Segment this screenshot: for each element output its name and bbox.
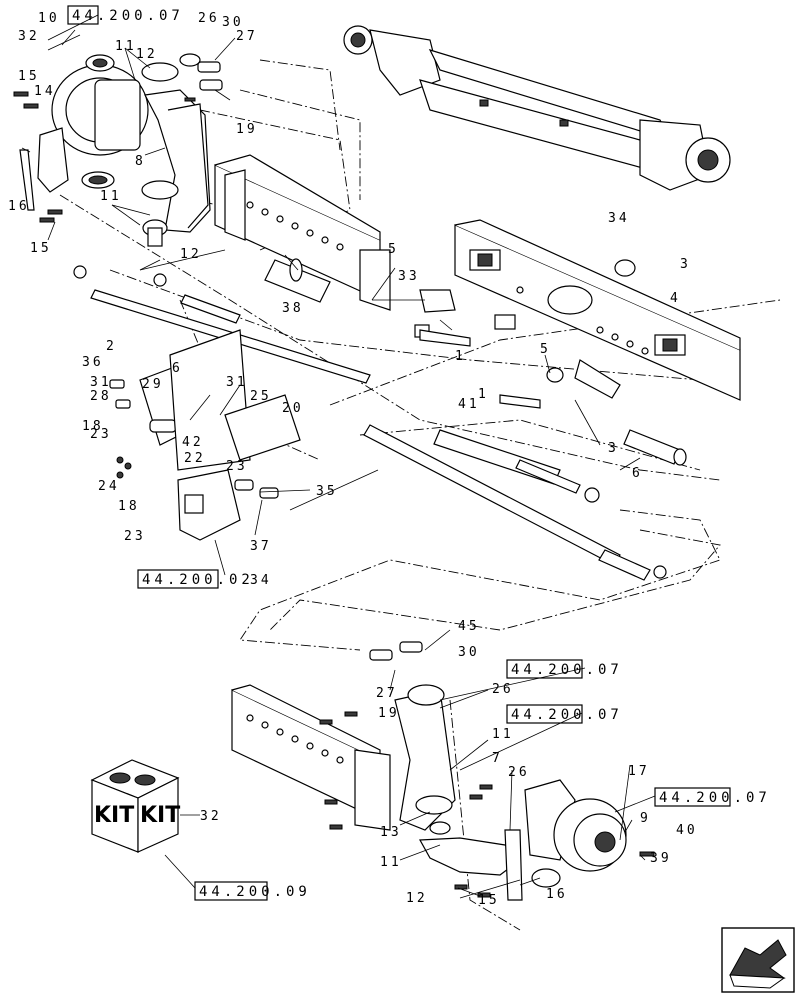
callout: 35 xyxy=(316,484,338,499)
right-axle-beam xyxy=(454,219,741,401)
callout: 40 xyxy=(676,823,698,838)
callout: 16 xyxy=(8,199,30,214)
reference-boxes: 44.200.07 44.200.02 44.200.07 44.200.07 … xyxy=(67,5,771,901)
callout: 16 xyxy=(546,887,568,902)
callout: 36 xyxy=(82,355,104,370)
callout: 34 xyxy=(250,573,272,588)
callout: 7 xyxy=(492,751,503,766)
callout: 15 xyxy=(30,241,52,256)
callout: 11 xyxy=(380,855,402,870)
beam-holes xyxy=(516,286,649,355)
callout: 33 xyxy=(398,269,420,284)
ref-label-valve: 44.200.02 xyxy=(142,572,254,588)
bottom-knuckle-assembly xyxy=(231,641,655,901)
callout: 31 xyxy=(226,375,248,390)
top-left-hub-assembly xyxy=(13,54,149,223)
callout: 18 xyxy=(82,419,104,434)
callout: 6 xyxy=(172,361,183,376)
callout: 31 xyxy=(90,375,112,390)
callout: 6 xyxy=(632,466,643,481)
callout: 8 xyxy=(135,154,146,169)
callout: 41 xyxy=(458,397,480,412)
left-axle-beam xyxy=(214,154,391,311)
ref-label-mid-2: 44.200.07 xyxy=(511,707,623,723)
callout: 5 xyxy=(388,242,399,257)
ref-label-kit: 44.200.09 xyxy=(199,884,311,900)
callout: 32 xyxy=(200,809,222,824)
callout: 3 xyxy=(608,441,619,456)
callout: 11 xyxy=(100,189,122,204)
valve-plate-group xyxy=(109,329,301,541)
callout: 25 xyxy=(250,389,272,404)
callout: 19 xyxy=(378,706,400,721)
kit-box-icon: KIT KIT xyxy=(90,759,180,853)
ref-label-top: 44.200.07 xyxy=(72,8,184,24)
callout: 38 xyxy=(282,301,304,316)
callout: 10 xyxy=(38,11,60,26)
callout-numbers: 10 32 15 14 16 15 11 12 8 11 12 26 30 27… xyxy=(8,11,698,908)
callout: 30 xyxy=(458,645,480,660)
callout: 23 xyxy=(124,529,146,544)
callout: 45 xyxy=(458,619,480,634)
leader-lines xyxy=(21,29,656,899)
callout: 11 xyxy=(492,727,514,742)
kit-label-left: KIT xyxy=(94,803,134,828)
callout: 3 xyxy=(680,257,691,272)
callout: 27 xyxy=(236,29,258,44)
beam-holes xyxy=(246,201,344,251)
callout: 20 xyxy=(282,401,304,416)
callout: 5 xyxy=(540,342,551,357)
callout: 17 xyxy=(628,764,650,779)
callout: 24 xyxy=(98,479,120,494)
callout: 26 xyxy=(198,11,220,26)
next-page-arrow-icon[interactable] xyxy=(721,927,795,993)
callout: 15 xyxy=(18,69,40,84)
beam-holes xyxy=(246,714,344,764)
callout: 9 xyxy=(640,811,651,826)
callout: 22 xyxy=(184,451,206,466)
callout: 2 xyxy=(106,339,117,354)
callout: 13 xyxy=(380,825,402,840)
ref-label-mid-1: 44.200.07 xyxy=(511,662,623,678)
callout: 26 xyxy=(508,765,530,780)
center-brackets xyxy=(414,259,636,409)
callout: 27 xyxy=(376,686,398,701)
callout: 11 xyxy=(115,39,137,54)
callout: 1 xyxy=(478,387,489,402)
callout: 14 xyxy=(34,84,56,99)
callout: 12 xyxy=(136,47,158,62)
callout: 39 xyxy=(650,851,672,866)
callout: 29 xyxy=(142,377,164,392)
callout: 23 xyxy=(90,427,112,442)
bolt-icon xyxy=(13,91,63,223)
callout: 1 xyxy=(455,349,466,364)
callout: 12 xyxy=(406,891,428,906)
callout: 34 xyxy=(608,211,630,226)
kit-label-right: KIT xyxy=(140,803,180,828)
callout: 28 xyxy=(90,389,112,404)
callout: 12 xyxy=(180,247,202,262)
callout: 4 xyxy=(670,291,681,306)
callout: 42 xyxy=(182,435,204,450)
callout: 37 xyxy=(250,539,272,554)
callout: 32 xyxy=(18,29,40,44)
top-left-steering-arm xyxy=(141,53,223,247)
ref-label-hub: 44.200.07 xyxy=(659,790,771,806)
callout: 30 xyxy=(222,15,244,30)
callout: 15 xyxy=(478,893,500,908)
callout: 26 xyxy=(492,682,514,697)
callout: 18 xyxy=(118,499,140,514)
axle-overview xyxy=(343,25,731,191)
callout: 23 xyxy=(226,459,248,474)
callout: 19 xyxy=(236,122,258,137)
direction-arrows xyxy=(47,14,379,511)
